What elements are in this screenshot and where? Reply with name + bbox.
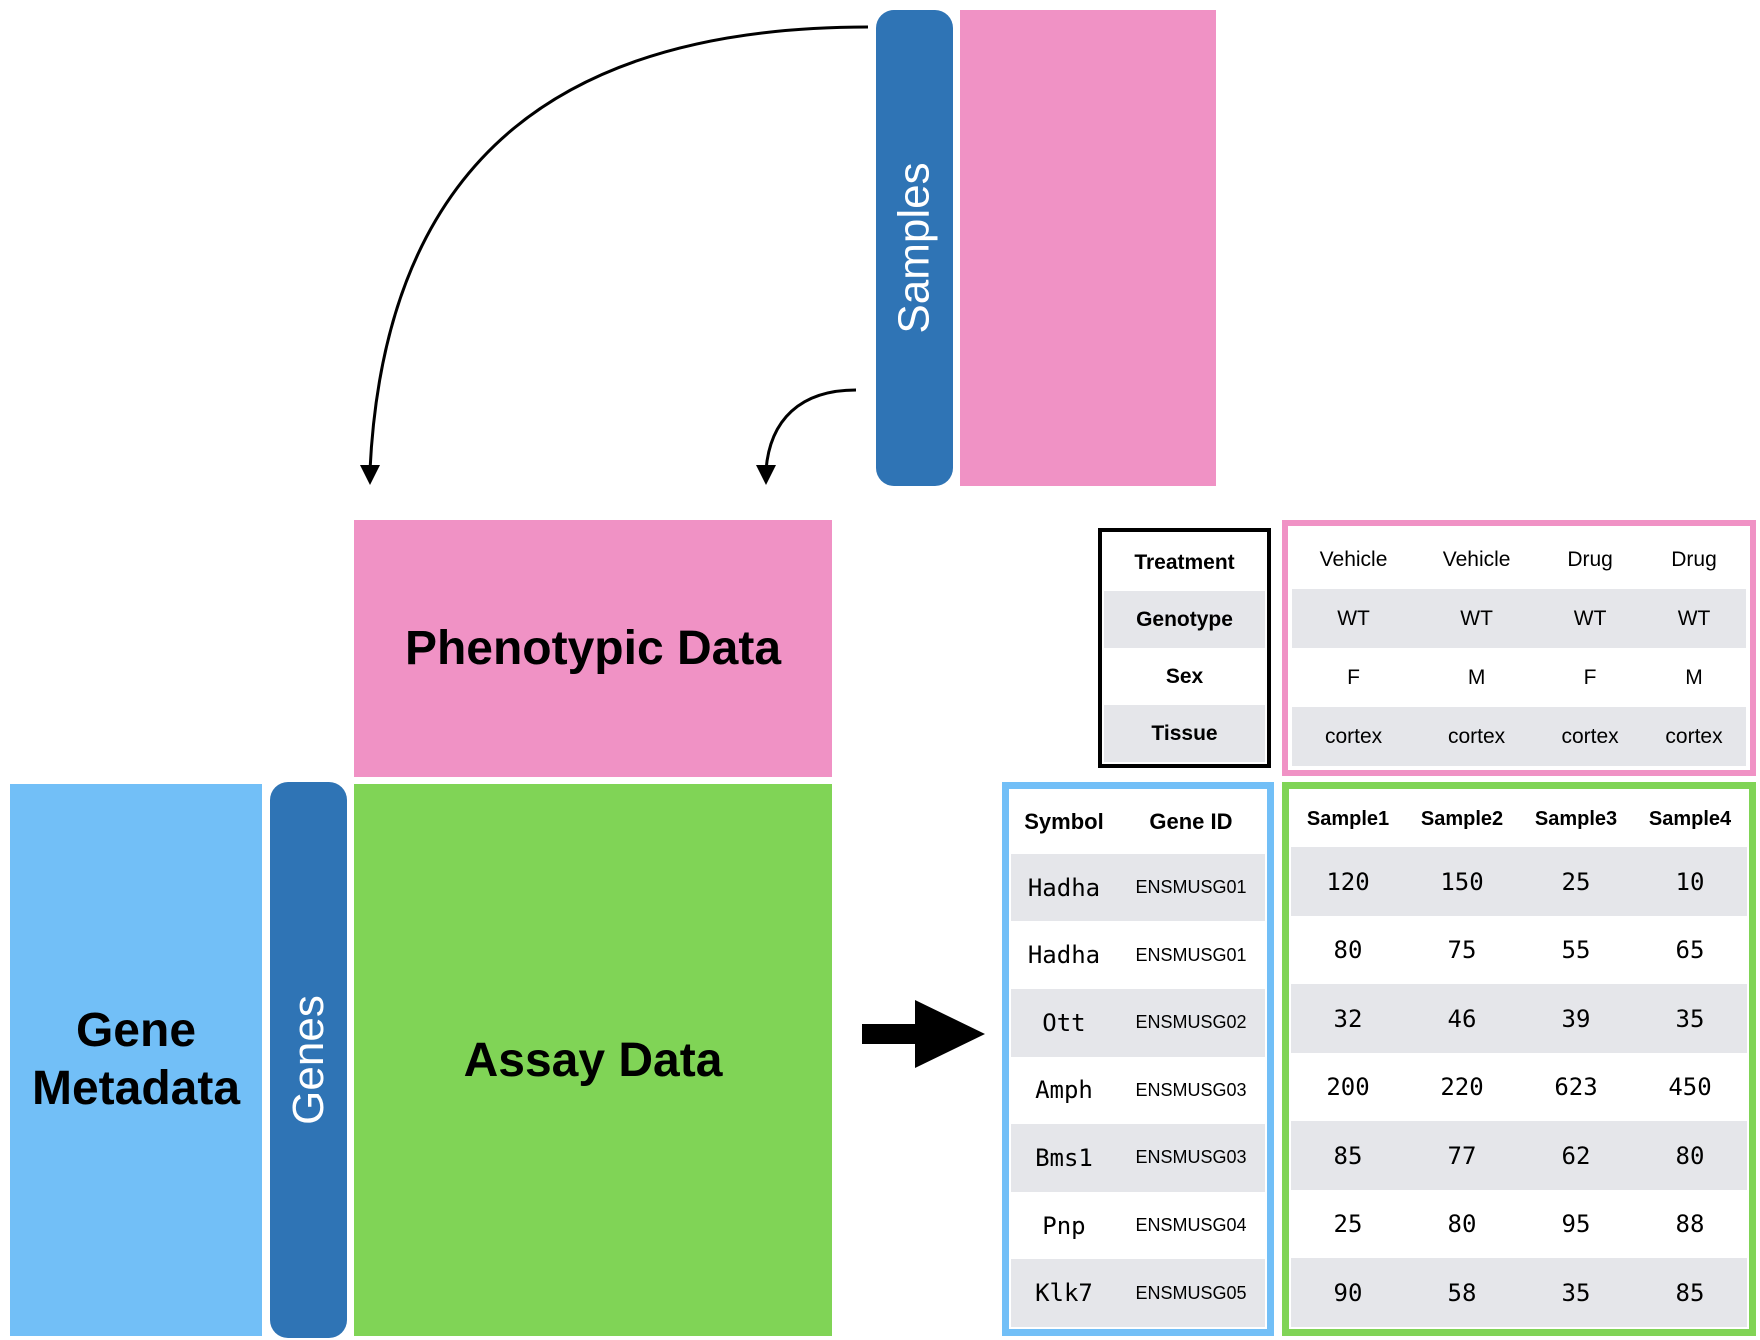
pheno-row-labels-table: Treatment Genotype Sex Tissue (1098, 528, 1271, 768)
pheno-label-tissue: Tissue (1104, 705, 1265, 762)
assay-cell: 450 (1668, 1073, 1712, 1102)
assay-cell: 80 (1447, 1210, 1477, 1239)
assay-table: Sample1 Sample2 Sample3 Sample4 120 150 … (1282, 782, 1756, 1336)
assay-cell: 39 (1519, 984, 1633, 1053)
pheno-cell: WT (1415, 589, 1539, 648)
phenotypic-data-label: Phenotypic Data (404, 622, 782, 675)
gene-header-id: Gene ID (1149, 809, 1233, 835)
pheno-cell: Drug (1671, 547, 1717, 571)
assay-cell: 58 (1405, 1258, 1519, 1327)
gene-id: ENSMUSG04 (1135, 1215, 1247, 1236)
assay-cell: 623 (1554, 1073, 1598, 1102)
gene-symbol: Klk7 (1011, 1259, 1117, 1327)
right-arrow-icon (862, 1000, 985, 1068)
phenotypic-data-block: Phenotypic Data (354, 520, 832, 777)
assay-cell: 120 (1291, 847, 1405, 916)
genes-label: Genes (283, 995, 333, 1125)
gene-symbol: Hadha (1027, 941, 1101, 970)
assay-cell: 46 (1405, 984, 1519, 1053)
pheno-cell: WT (1292, 589, 1416, 648)
samples-to-phenotypic-arrow (764, 388, 857, 471)
pheno-cell: cortex (1415, 707, 1539, 766)
gene-metadata-label-line2: Metadata (31, 1062, 241, 1115)
gene-symbol: Ott (1011, 988, 1117, 1057)
pheno-cell: WT (1642, 589, 1746, 648)
samples-pink-block (960, 10, 1216, 486)
assay-cell: 65 (1675, 936, 1705, 965)
pheno-cell: M (1685, 665, 1703, 689)
assay-cell: 35 (1519, 1258, 1633, 1327)
pheno-cell: cortex (1292, 707, 1416, 766)
assay-header: Sample3 (1534, 807, 1618, 830)
samples-bar: Samples (876, 10, 953, 486)
assay-cell: 25 (1333, 1210, 1363, 1239)
pheno-cell: cortex (1642, 707, 1746, 766)
assay-header: Sample2 (1420, 807, 1504, 830)
assay-cell: 35 (1633, 984, 1747, 1053)
assay-data-label: Assay Data (463, 1033, 723, 1087)
samples-to-gene-metadata-arrow (368, 25, 869, 471)
pheno-cell: cortex (1538, 707, 1643, 766)
assay-cell: 90 (1291, 1258, 1405, 1327)
assay-header: Sample4 (1648, 807, 1732, 830)
pheno-cell: M (1467, 665, 1486, 689)
pheno-cell: F (1583, 665, 1597, 689)
assay-cell: 80 (1633, 1121, 1747, 1190)
assay-cell: 95 (1561, 1210, 1591, 1239)
pheno-label-treatment: Treatment (1134, 550, 1235, 574)
gene-symbol: Amph (1035, 1076, 1093, 1105)
gene-id: ENSMUSG05 (1116, 1259, 1265, 1327)
arrowhead-right (756, 465, 776, 485)
assay-cell: 25 (1519, 847, 1633, 916)
assay-cell: 80 (1333, 936, 1363, 965)
gene-metadata-block: Gene Metadata (10, 784, 262, 1336)
gene-id: ENSMUSG01 (1116, 853, 1265, 922)
assay-cell: 220 (1440, 1073, 1484, 1102)
gene-id: ENSMUSG03 (1135, 1079, 1247, 1100)
assay-cell: 32 (1291, 984, 1405, 1053)
pheno-cell: WT (1538, 589, 1643, 648)
gene-id: ENSMUSG02 (1116, 988, 1265, 1057)
assay-cell: 150 (1405, 847, 1519, 916)
assay-cell: 200 (1326, 1073, 1370, 1102)
assay-data-block: Assay Data (354, 784, 832, 1336)
pheno-cell: Vehicle (1442, 547, 1511, 571)
assay-cell: 85 (1291, 1121, 1405, 1190)
gene-id: ENSMUSG03 (1116, 1124, 1265, 1192)
gene-header-symbol: Symbol (1024, 809, 1104, 835)
pheno-label-genotype: Genotype (1104, 591, 1265, 648)
pheno-cell: F (1347, 665, 1360, 689)
assay-cell: 10 (1633, 847, 1747, 916)
assay-header: Sample1 (1306, 807, 1390, 830)
genes-bar: Genes (270, 782, 347, 1338)
gene-symbol: Pnp (1042, 1211, 1086, 1240)
assay-cell: 88 (1675, 1210, 1705, 1239)
pheno-label-sex: Sex (1165, 664, 1204, 688)
assay-cell: 75 (1447, 936, 1477, 965)
assay-cell: 55 (1561, 936, 1591, 965)
pheno-values-table: Vehicle Vehicle Drug Drug WT WT WT WT F … (1282, 520, 1756, 776)
pheno-cell: Drug (1567, 547, 1613, 571)
samples-label: Samples (889, 162, 939, 334)
gene-symbol: Bms1 (1011, 1124, 1117, 1192)
assay-cell: 62 (1519, 1121, 1633, 1190)
gene-symbol: Hadha (1011, 853, 1117, 922)
arrowhead-left (360, 465, 380, 485)
assay-cell: 85 (1633, 1258, 1747, 1327)
assay-cell: 77 (1405, 1121, 1519, 1190)
gene-metadata-label-line1: Gene (75, 1004, 197, 1057)
gene-id: ENSMUSG01 (1135, 944, 1247, 965)
pheno-cell: Vehicle (1319, 547, 1388, 571)
